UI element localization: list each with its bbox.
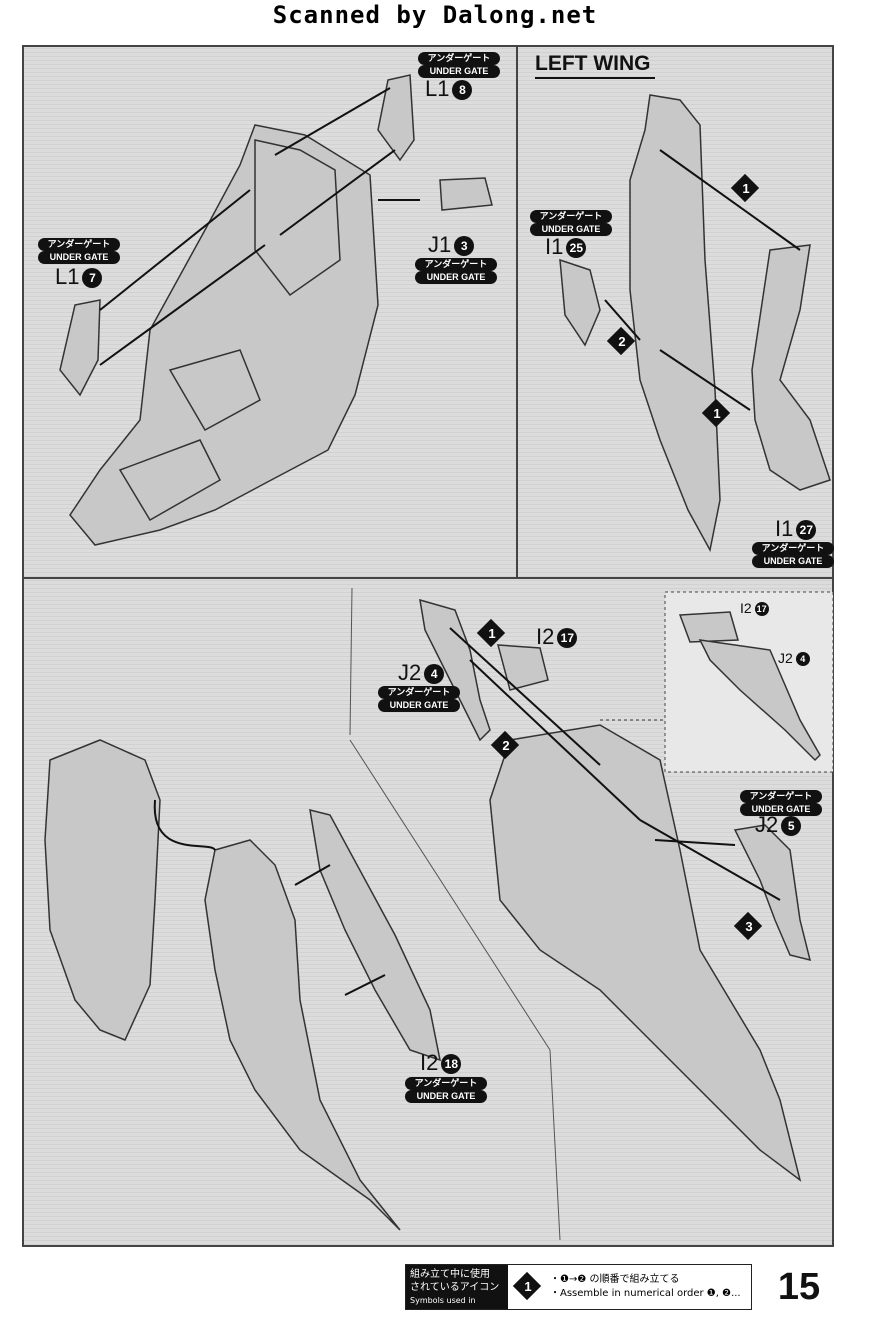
gate-label-j13: アンダーゲート UNDER GATE bbox=[415, 258, 497, 284]
wing-assembly-c bbox=[44, 739, 441, 1231]
gate-label-i218: アンダーゲート UNDER GATE bbox=[405, 1077, 487, 1103]
step-1-d: 1 bbox=[476, 618, 506, 648]
scanner-banner: Scanned by Dalong.net bbox=[272, 1, 598, 29]
step-2-d: 2 bbox=[490, 730, 520, 760]
wing-assembly-b bbox=[559, 94, 831, 553]
section-title: LEFT WING bbox=[535, 52, 651, 75]
step-2-b: 2 bbox=[606, 326, 636, 356]
step-1-b-top: 1 bbox=[730, 173, 760, 203]
gate-label-i125: アンダーゲート UNDER GATE bbox=[530, 210, 612, 236]
arrows-a bbox=[99, 87, 420, 366]
wing-assembly-a bbox=[59, 74, 493, 546]
gate-label-j25: アンダーゲート UNDER GATE bbox=[740, 790, 822, 816]
panel-dividers bbox=[24, 47, 832, 579]
step-1-b-bottom: 1 bbox=[701, 398, 731, 428]
gate-label-l18: アンダーゲート UNDER GATE bbox=[418, 52, 500, 78]
gate-label-l17: アンダーゲート UNDER GATE bbox=[38, 238, 120, 264]
step-3-d: 3 bbox=[733, 911, 763, 941]
arrows-b bbox=[604, 149, 801, 411]
arrows-d bbox=[449, 627, 781, 901]
page-number: 15 bbox=[770, 1262, 828, 1312]
legend-title: 組み立て中に使用 されているアイコン Symbols used in instr… bbox=[406, 1265, 508, 1318]
arrows-c bbox=[153, 799, 386, 996]
legend-step-icon: 1 bbox=[512, 1271, 542, 1301]
gate-label-j24: アンダーゲート UNDER GATE bbox=[378, 686, 460, 712]
legend-line-jp: ・❶→❷ の順番で組み立てる bbox=[550, 1274, 680, 1285]
legend-line-en: ・Assemble in numerical order ❶, ❷... bbox=[550, 1288, 741, 1299]
wing-assembly-d bbox=[419, 598, 812, 1182]
gate-label-i127: アンダーゲート UNDER GATE bbox=[752, 542, 834, 568]
symbol-legend: 組み立て中に使用 されているアイコン Symbols used in instr… bbox=[405, 1264, 752, 1318]
